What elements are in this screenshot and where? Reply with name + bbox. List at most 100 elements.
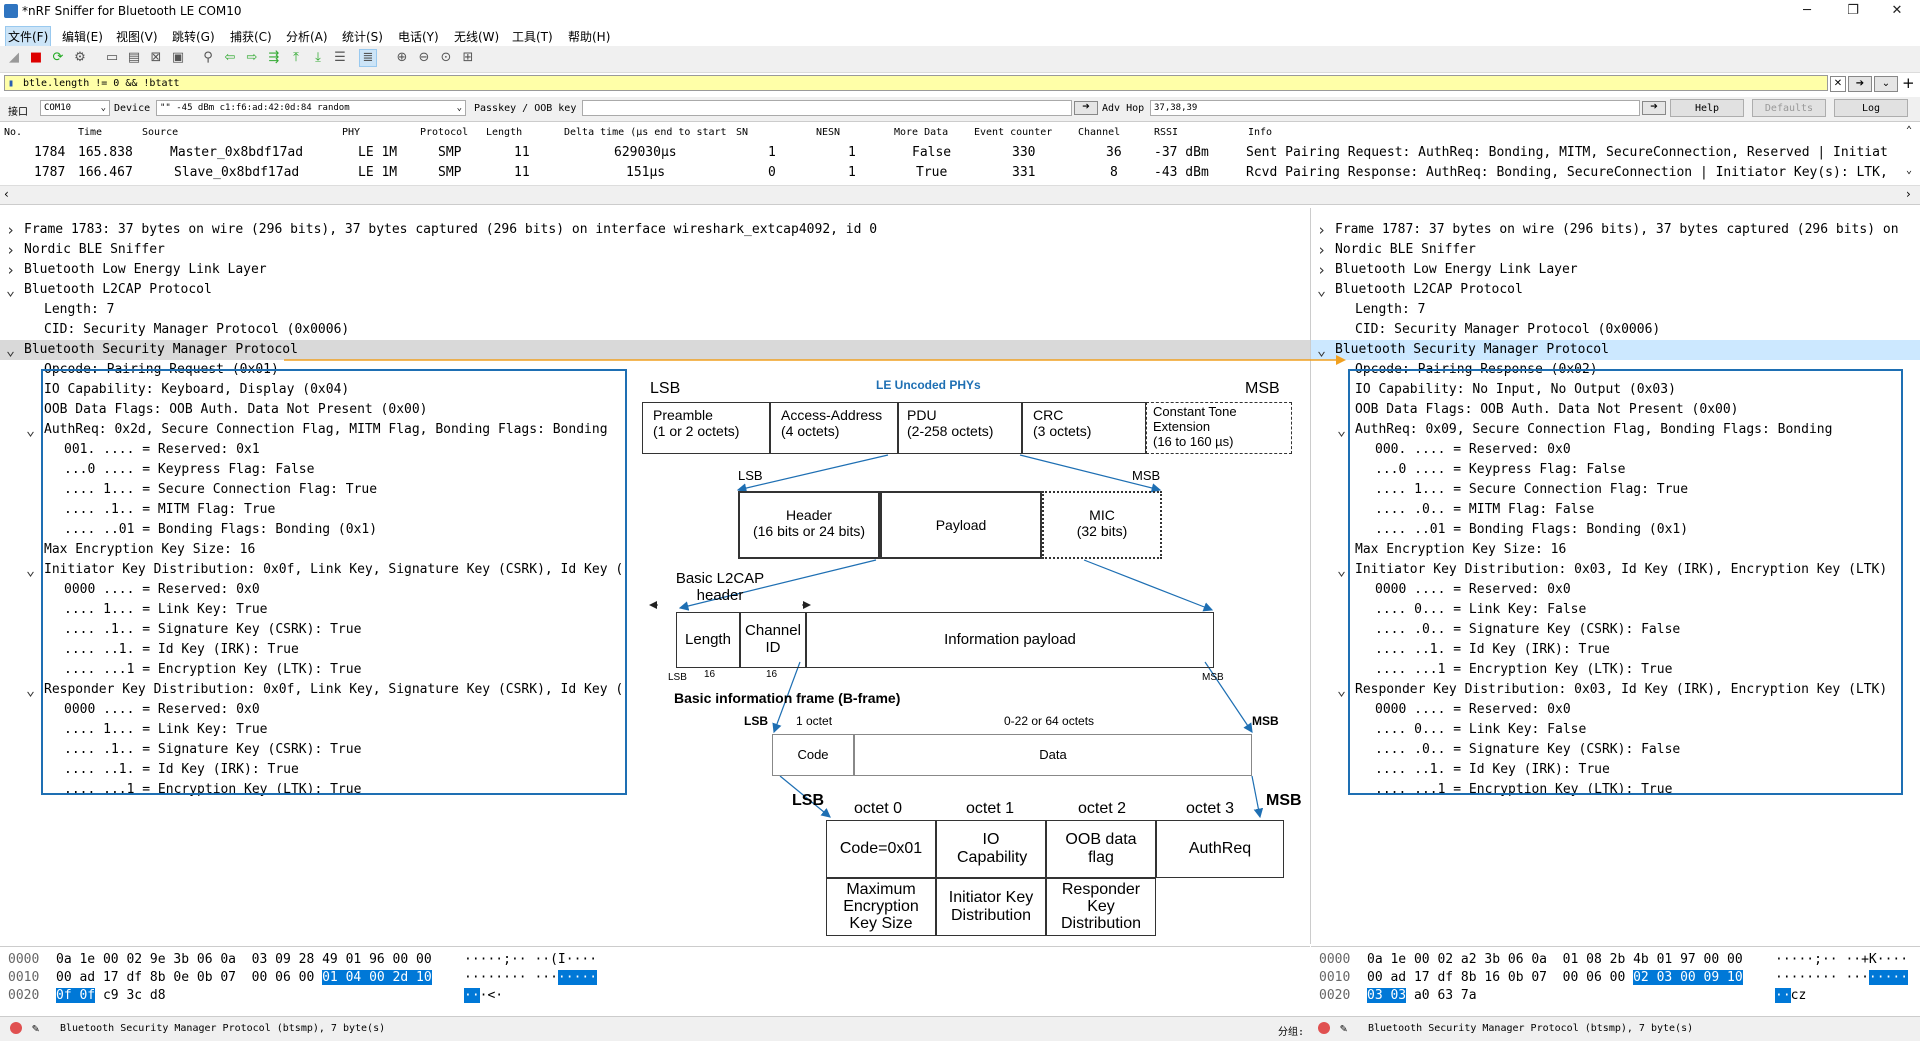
tree-item[interactable]: .... 0... = Link Key: False [1311, 600, 1920, 620]
close-file-icon[interactable]: ⊠ [150, 50, 162, 65]
col-header-time[interactable]: Time [78, 127, 103, 138]
col-header-phy[interactable]: PHY [342, 127, 361, 138]
tree-item[interactable]: ›Bluetooth Low Energy Link Layer [0, 260, 1310, 280]
tree-item[interactable]: .... .0.. = MITM Flag: False [1311, 500, 1920, 520]
adv-hop-apply-icon[interactable]: ➔ [1642, 101, 1666, 115]
tree-item[interactable]: .... .0.. = Signature Key (CSRK): False [1311, 740, 1920, 760]
edit-comment-icon[interactable]: ✎ [32, 1021, 40, 1035]
expanded-arrow-icon[interactable]: ⌄ [26, 421, 36, 439]
tree-item[interactable]: .... ..01 = Bonding Flags: Bonding (0x1) [1311, 520, 1920, 540]
go-to-packet-icon[interactable]: ⇶ [268, 50, 280, 65]
expanded-arrow-icon[interactable]: ⌄ [1337, 421, 1347, 439]
tree-item[interactable]: .... ...1 = Encryption Key (LTK): True [1311, 660, 1920, 680]
zoom-out-icon[interactable]: ⊖ [418, 50, 430, 65]
clear-filter-icon[interactable]: ✕ [1830, 76, 1846, 92]
zoom-normal-icon[interactable]: ⊙ [440, 50, 452, 65]
expanded-arrow-icon[interactable]: ⌄ [1317, 341, 1327, 359]
tree-item[interactable]: .... .0.. = Signature Key (CSRK): False [1311, 620, 1920, 640]
ascii-bytes[interactable]: ·····;·· ··+K···· [1775, 951, 1908, 969]
col-header-channel[interactable]: Channel [1078, 127, 1121, 138]
scroll-left-icon[interactable]: ‹ [4, 187, 9, 201]
go-back-icon[interactable]: ⇦ [224, 50, 236, 65]
tree-item[interactable]: Max Encryption Key Size: 16 [1311, 540, 1920, 560]
expert-info-icon[interactable] [1318, 1022, 1330, 1034]
tree-item[interactable]: Max Encryption Key Size: 16 [0, 540, 1310, 560]
col-header-rssi[interactable]: RSSI [1154, 127, 1179, 138]
col-header-more-data[interactable]: More Data [894, 127, 949, 138]
scroll-right-icon[interactable]: › [1906, 187, 1911, 201]
menu-go[interactable]: 跳转(G) [172, 30, 215, 44]
display-filter-input[interactable]: ▮ btle.length != 0 && !btatt [4, 75, 1828, 91]
scroll-down-icon[interactable]: ⌄ [1906, 165, 1913, 176]
tree-item[interactable]: .... ..01 = Bonding Flags: Bonding (0x1) [0, 520, 1310, 540]
resize-columns-icon[interactable]: ⊞ [462, 50, 474, 65]
menu-file[interactable]: 文件(F) [4, 26, 52, 47]
zoom-in-icon[interactable]: ⊕ [396, 50, 408, 65]
menu-tools[interactable]: 工具(T) [512, 30, 553, 44]
col-header-no[interactable]: No. [4, 127, 23, 138]
tree-item[interactable]: .... 1... = Link Key: True [0, 720, 1310, 740]
hex-bytes[interactable]: 03 03 a0 63 7a [1367, 987, 1477, 1005]
tree-item[interactable]: ⌄Responder Key Distribution: 0x0f, Link … [0, 680, 1310, 700]
tree-item[interactable]: CID: Security Manager Protocol (0x0006) [0, 320, 1310, 340]
add-filter-button-icon[interactable]: + [1902, 74, 1915, 92]
tree-item[interactable]: ›Nordic BLE Sniffer [1311, 240, 1920, 260]
col-header-delta[interactable]: Delta time (µs end to start [564, 127, 727, 138]
hex-bytes[interactable]: 0f 0f c9 3c d8 [56, 987, 166, 1005]
tree-item[interactable]: ⌄Responder Key Distribution: 0x03, Id Ke… [1311, 680, 1920, 700]
capture-options-icon[interactable]: ⚙ [74, 50, 86, 65]
hex-bytes[interactable]: 00 ad 17 df 8b 16 0b 07 00 06 00 02 03 0… [1367, 969, 1743, 987]
menu-capture[interactable]: 捕获(C) [230, 30, 272, 44]
col-header-sn[interactable]: SN [736, 127, 749, 138]
collapsed-arrow-icon[interactable]: › [6, 261, 16, 279]
tree-item[interactable]: OOB Data Flags: OOB Auth. Data Not Prese… [1311, 400, 1920, 420]
menu-view[interactable]: 视图(V) [116, 30, 158, 44]
tree-item[interactable]: ›Nordic BLE Sniffer [0, 240, 1310, 260]
tree-item[interactable]: 0000 .... = Reserved: 0x0 [1311, 700, 1920, 720]
passkey-input[interactable] [582, 100, 1072, 116]
restart-capture-icon[interactable]: ⟳ [52, 50, 64, 65]
tree-item[interactable]: ...0 .... = Keypress Flag: False [1311, 460, 1920, 480]
bookmark-icon[interactable]: ▮ [8, 78, 15, 89]
menu-analyze[interactable]: 分析(A) [286, 30, 328, 44]
expanded-arrow-icon[interactable]: ⌄ [1317, 281, 1327, 299]
tree-item[interactable]: .... 1... = Link Key: True [0, 600, 1310, 620]
tree-item[interactable]: ⌄AuthReq: 0x2d, Secure Connection Flag, … [0, 420, 1310, 440]
expanded-arrow-icon[interactable]: ⌄ [1337, 561, 1347, 579]
menu-statistics[interactable]: 统计(S) [342, 30, 383, 44]
packet-row[interactable]: 1787 166.467 Slave_0x8bdf17ad LE 1M SMP … [0, 163, 1906, 182]
autoscroll-icon[interactable]: ☰ [334, 50, 346, 65]
tree-item[interactable]: ⌄Initiator Key Distribution: 0x03, Id Ke… [1311, 560, 1920, 580]
tree-item[interactable]: .... .1.. = Signature Key (CSRK): True [0, 620, 1310, 640]
tree-item[interactable]: .... 1... = Secure Connection Flag: True [1311, 480, 1920, 500]
collapsed-arrow-icon[interactable]: › [6, 241, 16, 259]
col-header-info[interactable]: Info [1248, 127, 1273, 138]
tree-item[interactable]: .... 0... = Link Key: False [1311, 720, 1920, 740]
go-forward-icon[interactable]: ⇨ [246, 50, 258, 65]
packet-list-hscrollbar[interactable]: ‹ › [0, 185, 1920, 205]
col-header-event-counter[interactable]: Event counter [974, 127, 1053, 138]
tree-item[interactable]: ⌄Bluetooth L2CAP Protocol [1311, 280, 1920, 300]
expanded-arrow-icon[interactable]: ⌄ [6, 341, 16, 359]
menu-wireless[interactable]: 无线(W) [454, 30, 500, 44]
col-header-source[interactable]: Source [142, 127, 179, 138]
tree-item[interactable]: .... 1... = Secure Connection Flag: True [0, 480, 1310, 500]
tree-item[interactable]: ›Frame 1783: 37 bytes on wire (296 bits)… [0, 220, 1310, 240]
find-packet-icon[interactable]: ⚲ [203, 50, 213, 65]
interface-select[interactable]: COM10⌄ [40, 100, 110, 116]
tree-item[interactable]: Length: 7 [1311, 300, 1920, 320]
minimize-button[interactable]: ─ [1803, 3, 1811, 18]
ascii-bytes[interactable]: ········ ········ [464, 969, 598, 987]
tree-item[interactable]: .... ..1. = Id Key (IRK): True [1311, 760, 1920, 780]
tree-item[interactable]: 0000 .... = Reserved: 0x0 [1311, 580, 1920, 600]
tree-item[interactable]: IO Capability: Keyboard, Display (0x04) [0, 380, 1310, 400]
save-file-icon[interactable]: ▤ [127, 50, 141, 65]
device-select[interactable]: "" -45 dBm c1:f6:ad:42:0d:84 random⌄ [156, 100, 466, 116]
collapsed-arrow-icon[interactable]: › [6, 221, 16, 239]
tree-item[interactable]: CID: Security Manager Protocol (0x0006) [1311, 320, 1920, 340]
stop-capture-icon[interactable]: ■ [29, 50, 43, 65]
maximize-button[interactable]: ❐ [1847, 3, 1859, 18]
expanded-arrow-icon[interactable]: ⌄ [1337, 681, 1347, 699]
hex-bytes[interactable]: 0a 1e 00 02 9e 3b 06 0a 03 09 28 49 01 9… [56, 951, 432, 969]
expanded-arrow-icon[interactable]: ⌄ [26, 681, 36, 699]
